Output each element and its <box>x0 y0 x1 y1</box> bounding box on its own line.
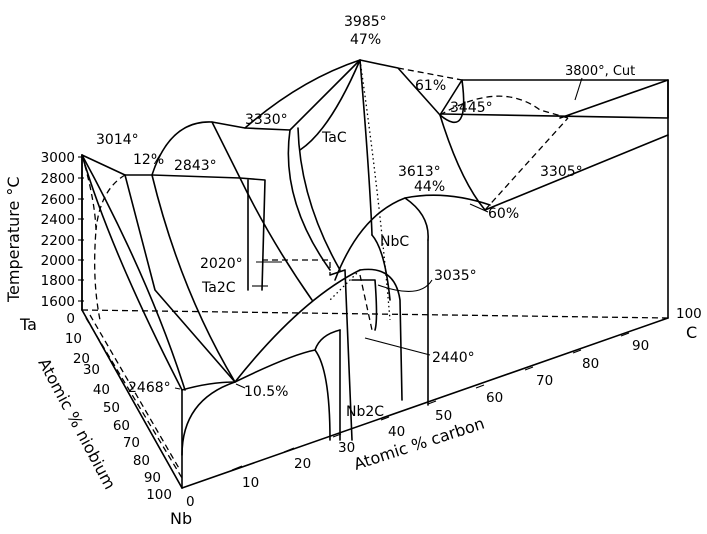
label-3330: 3330° <box>245 112 288 128</box>
temperature-axis-label: Temperature °C <box>4 176 23 303</box>
annotations: 3985° 47% 3800°, Cut 61% 3445° 3330° 301… <box>96 14 635 400</box>
nb-tick-80: 80 <box>133 453 150 469</box>
nb-tick-90: 90 <box>144 470 161 486</box>
carbon-axis: 0 10 20 30 40 50 60 70 80 90 100 Atomic … <box>186 306 702 510</box>
c-tick-0: 0 <box>186 494 195 510</box>
label-3985: 3985° <box>344 14 387 30</box>
label-2020: 2020° <box>200 256 243 272</box>
label-10-5pct: 10.5% <box>244 384 288 400</box>
ta-c-base-edge <box>81 309 669 319</box>
temp-tick-2800: 2800 <box>41 171 75 187</box>
label-2468: 2468° <box>128 380 171 396</box>
c-tick-70: 70 <box>536 373 553 389</box>
temp-tick-2400: 2400 <box>41 212 75 228</box>
nb-tick-0: 0 <box>66 311 75 327</box>
c-tick-30: 30 <box>338 440 355 456</box>
phase-nb2c: Nb2C <box>346 404 384 420</box>
label-3035: 3035° <box>434 268 477 284</box>
label-3800-cut: 3800°, Cut <box>565 64 635 79</box>
nb-tick-40: 40 <box>93 382 110 398</box>
label-61pct: 61% <box>415 78 446 94</box>
phase-tac: TaC <box>321 130 347 146</box>
phase-boundaries <box>81 59 669 489</box>
label-12pct: 12% <box>133 152 164 168</box>
c-tick-90: 90 <box>632 338 649 354</box>
label-3014: 3014° <box>96 132 139 148</box>
corner-c: C <box>686 323 697 342</box>
niobium-axis-label: Atomic % niobium <box>34 355 119 493</box>
label-3305: 3305° <box>540 164 583 180</box>
label-47pct: 47% <box>350 32 381 48</box>
nb-tick-10: 10 <box>65 331 82 347</box>
c-tick-10: 10 <box>242 475 259 491</box>
label-2440: 2440° <box>432 350 475 366</box>
temp-tick-2000: 2000 <box>41 253 75 269</box>
label-44pct: 44% <box>414 179 445 195</box>
c-tick-100: 100 <box>676 306 702 322</box>
nb-tick-20: 20 <box>73 351 90 367</box>
nb-tick-60: 60 <box>113 418 130 434</box>
nb-tick-70: 70 <box>123 435 140 451</box>
c-tick-80: 80 <box>582 356 599 372</box>
temp-tick-2600: 2600 <box>41 192 75 208</box>
nb-tick-50: 50 <box>103 400 120 416</box>
label-3445: 3445° <box>450 100 493 116</box>
niobium-axis: 0 10 20 30 40 50 60 70 80 90 100 Atomic … <box>34 311 172 503</box>
nb-tick-30: 30 <box>83 362 100 378</box>
c-tick-40: 40 <box>388 424 405 440</box>
phase-ta2c: Ta2C <box>201 280 236 296</box>
nb-c-base-edge <box>181 317 669 489</box>
temp-tick-2200: 2200 <box>41 233 75 249</box>
phase-nbc: NbC <box>380 234 409 250</box>
temp-tick-1600: 1600 <box>41 294 75 310</box>
temp-tick-3000: 3000 <box>41 150 75 166</box>
leader-arrows <box>174 203 489 390</box>
temperature-axis: 3000 2800 2600 2400 2200 2000 1800 1600 … <box>4 150 84 311</box>
nb-tick-100: 100 <box>146 487 172 503</box>
corner-ta: Ta <box>19 315 37 334</box>
label-2843: 2843° <box>174 158 217 174</box>
label-3613: 3613° <box>398 164 441 180</box>
c-tick-60: 60 <box>486 390 503 406</box>
c-tick-50: 50 <box>435 408 452 424</box>
c-tick-20: 20 <box>294 456 311 472</box>
carbon-axis-label: Atomic % carbon <box>351 414 486 474</box>
temp-tick-1800: 1800 <box>41 273 75 289</box>
corner-nb: Nb <box>170 509 192 528</box>
label-60pct: 60% <box>488 206 519 222</box>
